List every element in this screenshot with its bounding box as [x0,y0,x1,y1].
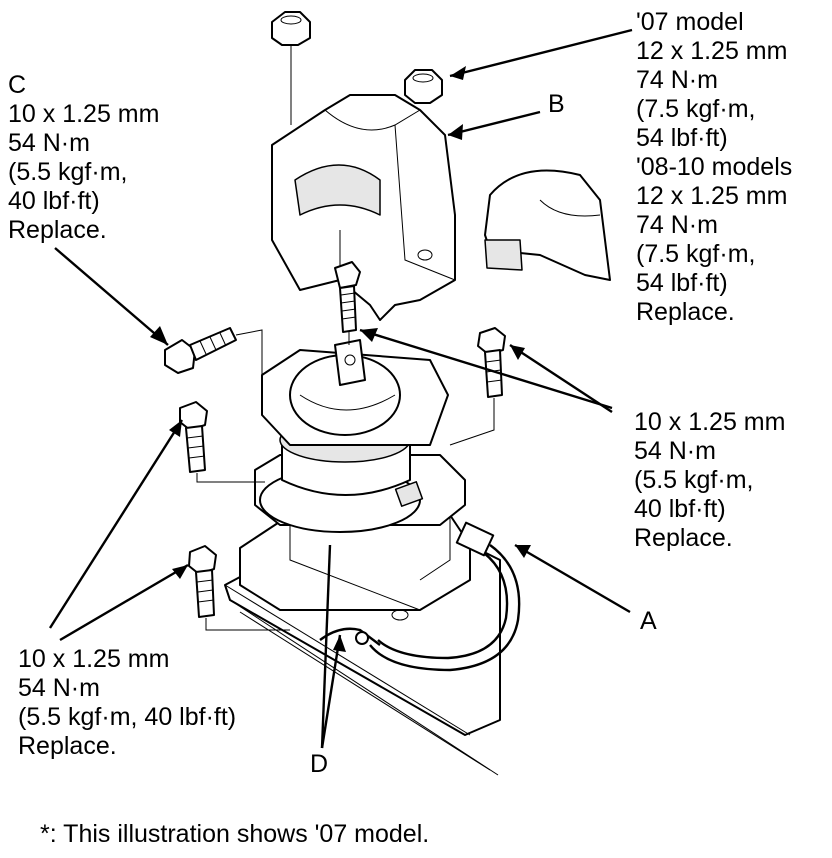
bolt-left-mid [179,401,265,483]
callout-bl-kgf-lbf: (5.5 kgf·m, 40 lbf·ft) [18,703,237,731]
callout-bottom-left: 10 x 1.25 mm 54 N·m (5.5 kgf·m, 40 lbf·f… [18,645,236,761]
callout-rm-kgf: (5.5 kgf·m, [634,466,754,494]
callout-tr-line-9: (7.5 kgf·m, [636,240,756,268]
callout-tr-line-7: 12 x 1.25 mm [636,182,788,210]
callout-c-lbf: 40 lbf·ft) [8,187,100,215]
bolt-right [449,327,506,446]
callout-bl-size: 10 x 1.25 mm [18,645,170,673]
callout-c-size: 10 x 1.25 mm [8,100,160,128]
callout-d-letter: D [310,750,329,778]
callout-tr-line-6: '08-10 models [636,153,793,181]
nut-b [404,69,443,104]
callout-bl-torque: 54 N·m [18,674,100,702]
callout-c-replace: Replace. [8,216,107,244]
callout-c-kgf: (5.5 kgf·m, [8,158,128,186]
leader-lines [48,28,633,749]
mount-bracket-b [271,94,456,321]
bolt-c [164,327,263,395]
callout-tr-line-3: 74 N·m [636,66,718,94]
wire-harness [319,521,521,672]
callout-rm-size: 10 x 1.25 mm [634,408,786,436]
callout-rm-torque: 54 N·m [634,437,716,465]
callout-tr-line-2: 12 x 1.25 mm [636,37,788,65]
footnote-text: *: This illustration shows '07 model. [40,820,430,848]
callout-b: B [548,90,565,119]
transmission-bracket [484,169,611,281]
bolt-center [334,261,361,345]
bolt-left-bottom [188,545,290,631]
footnote: *: This illustration shows '07 model. [40,820,429,849]
callout-rm-lbf: 40 lbf·ft) [634,495,726,523]
callout-a-letter: A [640,607,657,635]
callout-right-mid: 10 x 1.25 mm 54 N·m (5.5 kgf·m, 40 lbf·f… [634,408,785,553]
callout-bl-replace: Replace. [18,732,117,760]
callout-tr-line-5: 54 lbf·ft) [636,124,728,152]
callout-tr-line-1: '07 model [636,8,744,36]
callout-c-letter: C [8,71,27,99]
engine-mount [254,339,466,533]
callout-tr-line-11: Replace. [636,298,735,326]
callout-tr-line-10: 54 lbf·ft) [636,269,728,297]
callout-a: A [640,607,657,636]
callout-c-torque: 54 N·m [8,129,90,157]
nut-top-left [271,11,311,125]
callout-tr-line-4: (7.5 kgf·m, [636,95,756,123]
callout-d: D [310,750,328,779]
callout-tr-line-8: 74 N·m [636,211,718,239]
callout-rm-replace: Replace. [634,524,733,552]
callout-top-right: '07 model 12 x 1.25 mm 74 N·m (7.5 kgf·m… [636,8,792,327]
callout-b-letter: B [548,90,565,118]
callout-c: C 10 x 1.25 mm 54 N·m (5.5 kgf·m, 40 lbf… [8,71,159,245]
